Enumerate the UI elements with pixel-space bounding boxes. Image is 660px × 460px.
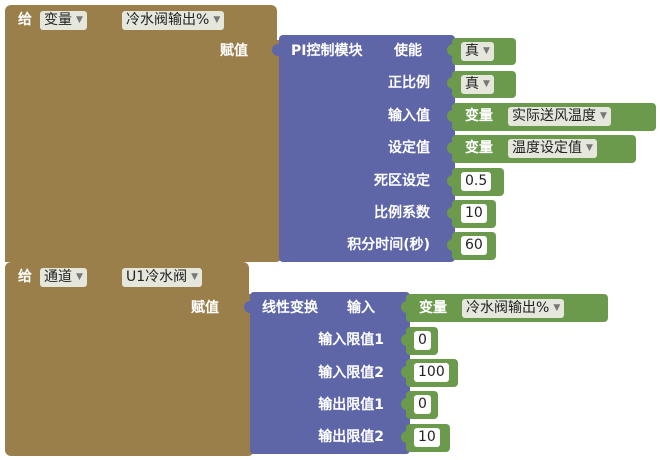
output-limit-2-input[interactable]: 10 (414, 428, 440, 447)
target-variable-value: 冷水阀输出% (126, 12, 210, 28)
linear-input-variable-value: 冷水阀输出% (466, 300, 550, 316)
linear-input-variable-dropdown[interactable]: 冷水阀输出% ▼ (462, 299, 565, 318)
input-limit-2-input[interactable]: 100 (414, 363, 449, 382)
input-value-label: 输入值 (388, 108, 430, 124)
chevron-down-icon: ▼ (76, 15, 83, 25)
input-variable-label: 变量 (465, 108, 493, 124)
output-limit-2-label: 输出限值2 (318, 429, 384, 445)
target-variable-dropdown[interactable]: 冷水阀输出% ▼ (122, 11, 225, 30)
connector-notch (447, 142, 454, 154)
deadband-label: 死区设定 (374, 173, 430, 189)
input-variable-value: 实际送风温度 (512, 108, 596, 124)
connector-notch (447, 207, 454, 219)
linear-input-variable-label: 变量 (419, 300, 447, 316)
set-label: 给 (18, 269, 32, 285)
output-limit-1-label: 输出限值1 (318, 397, 384, 413)
connector-notch (401, 334, 408, 346)
gain-input[interactable]: 10 (461, 204, 487, 223)
connector-notch (447, 239, 454, 251)
proportional-dropdown-value: 真 (465, 76, 479, 92)
chevron-down-icon: ▼ (76, 272, 83, 282)
integral-time-input[interactable]: 60 (461, 236, 487, 255)
enable-label: 使能 (394, 43, 422, 59)
setpoint-variable-dropdown[interactable]: 温度设定值 ▼ (508, 139, 597, 158)
gain-label: 比例系数 (374, 205, 430, 221)
connector-notch (447, 77, 454, 89)
connector-notch (401, 398, 408, 410)
input-limit-1-label: 输入限值1 (318, 332, 384, 348)
connector-notch (447, 44, 454, 56)
connector-notch (401, 366, 408, 378)
chevron-down-icon: ▼ (483, 79, 490, 89)
set-block-1-body (5, 40, 282, 262)
enable-dropdown[interactable]: 真 ▼ (461, 42, 494, 61)
linear-transform-module[interactable] (250, 292, 410, 454)
input-limit-2-label: 输入限值2 (318, 365, 384, 381)
channel-category-value: 通道 (44, 269, 72, 285)
assign-label: 赋值 (220, 43, 248, 59)
integral-time-label: 积分时间(秒) (347, 237, 430, 253)
enable-dropdown-value: 真 (465, 43, 479, 59)
proportional-dropdown[interactable]: 真 ▼ (461, 75, 494, 94)
linear-input-label: 输入 (347, 300, 375, 316)
channel-dropdown[interactable]: U1冷水阀 ▼ (122, 268, 203, 287)
input-variable-dropdown[interactable]: 实际送风温度 ▼ (508, 107, 611, 126)
chevron-down-icon: ▼ (600, 111, 607, 121)
linear-transform-title: 线性变换 (262, 300, 318, 316)
channel-category-dropdown[interactable]: 通道 ▼ (40, 268, 87, 287)
output-limit-1-input[interactable]: 0 (414, 395, 431, 414)
set-label: 给 (18, 12, 32, 28)
chevron-down-icon: ▼ (586, 143, 593, 153)
setpoint-label: 设定值 (388, 140, 430, 156)
connector-notch (447, 175, 454, 187)
setpoint-variable-label: 变量 (465, 140, 493, 156)
chevron-down-icon: ▼ (553, 303, 561, 313)
connector-notch (401, 301, 408, 313)
proportional-label: 正比例 (388, 75, 430, 91)
connector-notch (447, 110, 454, 122)
setpoint-variable-value: 温度设定值 (512, 140, 582, 156)
assign-label: 赋值 (191, 300, 219, 316)
input-limit-1-input[interactable]: 0 (414, 331, 431, 350)
channel-value: U1冷水阀 (126, 269, 188, 285)
chevron-down-icon: ▼ (191, 272, 199, 282)
category-dropdown-value: 变量 (44, 12, 72, 28)
chevron-down-icon: ▼ (213, 15, 221, 25)
pi-module-title: PI控制模块 (291, 43, 363, 59)
pi-control-module[interactable] (279, 35, 455, 262)
connector-notch (401, 431, 408, 443)
category-dropdown[interactable]: 变量 ▼ (40, 11, 87, 30)
set-block-2-body (5, 294, 254, 456)
connector-notch (244, 301, 252, 313)
chevron-down-icon: ▼ (483, 46, 490, 56)
deadband-input[interactable]: 0.5 (461, 172, 492, 191)
connector-notch (272, 44, 280, 56)
